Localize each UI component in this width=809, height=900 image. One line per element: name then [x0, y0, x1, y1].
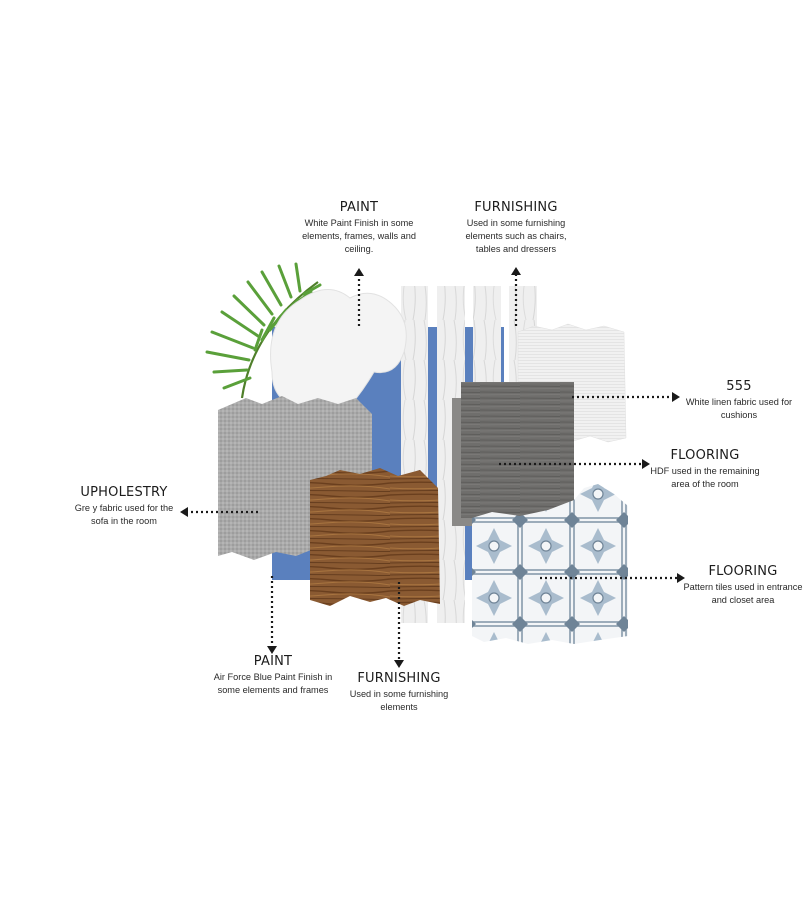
callout-desc: Used in some furnishing elements such as… [465, 218, 567, 254]
callout-upholstery: UPHOLESTRY Gre y fabric used for the sof… [72, 485, 176, 528]
callout-title: UPHOLESTRY [80, 485, 168, 500]
arrowhead-flooring-hdf [642, 459, 650, 469]
callout-flooring-hdf: FLOORING HDF used in the remaining area … [646, 448, 764, 491]
callout-desc: Air Force Blue Paint Finish in some elem… [213, 672, 333, 695]
callout-desc: White linen fabric used for cushions [685, 397, 793, 420]
callout-desc: HDF used in the remaining area of the ro… [650, 466, 760, 489]
arrowhead-linen [672, 392, 680, 402]
callout-title: FLOORING [670, 448, 740, 463]
callout-title: FURNISHING [474, 200, 558, 215]
callout-title: FLOORING [708, 564, 778, 579]
callout-linen: 555 White linen fabric used for cushions [678, 379, 800, 422]
callout-title: FURNISHING [357, 671, 441, 686]
connector-lines [188, 274, 677, 660]
callout-desc: Pattern tiles used in entrance and close… [683, 582, 803, 605]
callout-flooring-tiles: FLOORING Pattern tiles used in entrance … [683, 564, 803, 607]
callout-furnishing-top: FURNISHING Used in some furnishing eleme… [452, 200, 580, 256]
arrowhead-furnishing-top [511, 267, 521, 275]
callout-desc: Used in some furnishing elements [349, 689, 449, 712]
arrowhead-furnishing-bottom [394, 660, 404, 668]
arrowhead-paint-bottom [267, 646, 277, 654]
pattern-tiles-swatch [472, 484, 628, 644]
callout-desc: Gre y fabric used for the sofa in the ro… [74, 503, 174, 526]
hdf-flooring-swatch [461, 382, 574, 518]
callout-paint-bottom: PAINT Air Force Blue Paint Finish in som… [206, 654, 340, 697]
connector-arrowheads [180, 267, 685, 668]
arrowhead-upholstery [180, 507, 188, 517]
arrowhead-paint-top [354, 268, 364, 276]
callout-title: 555 [726, 379, 752, 394]
callout-paint-top: PAINT White Paint Finish in some element… [294, 200, 424, 256]
arrowhead-flooring-tiles [677, 573, 685, 583]
callout-title: PAINT [253, 654, 293, 669]
callout-title: PAINT [339, 200, 379, 215]
callout-furnishing-bottom: FURNISHING Used in some furnishing eleme… [344, 671, 454, 714]
callout-desc: White Paint Finish in some elements, fra… [302, 218, 416, 254]
wood-swatch [310, 468, 440, 606]
